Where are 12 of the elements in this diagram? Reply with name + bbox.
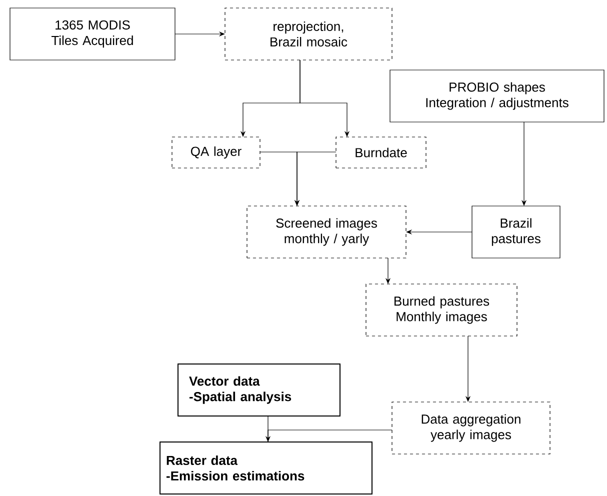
arrow [300,60,350,137]
dashed-process-box: Burned pastures Monthly images [366,284,518,336]
dashed-process-box: QA layer [172,136,260,168]
process-box: Vector data -Spatial analysis [178,364,340,416]
dashed-process-box: Data aggregation yearly images [392,402,550,454]
process-box: Brazil pastures [472,206,560,258]
dashed-process-box: Screened images monthly / yarly [246,206,406,258]
dashed-process-box: reprojection, Brazil mosaic [224,8,392,60]
dashed-process-box: Burndate [336,136,426,168]
process-box: Raster data -Emission estimations [160,442,372,494]
process-box: 1365 MODIS Tiles Acquired [10,8,176,60]
process-box: PROBIO shapes Integration / adjustments [390,70,604,122]
